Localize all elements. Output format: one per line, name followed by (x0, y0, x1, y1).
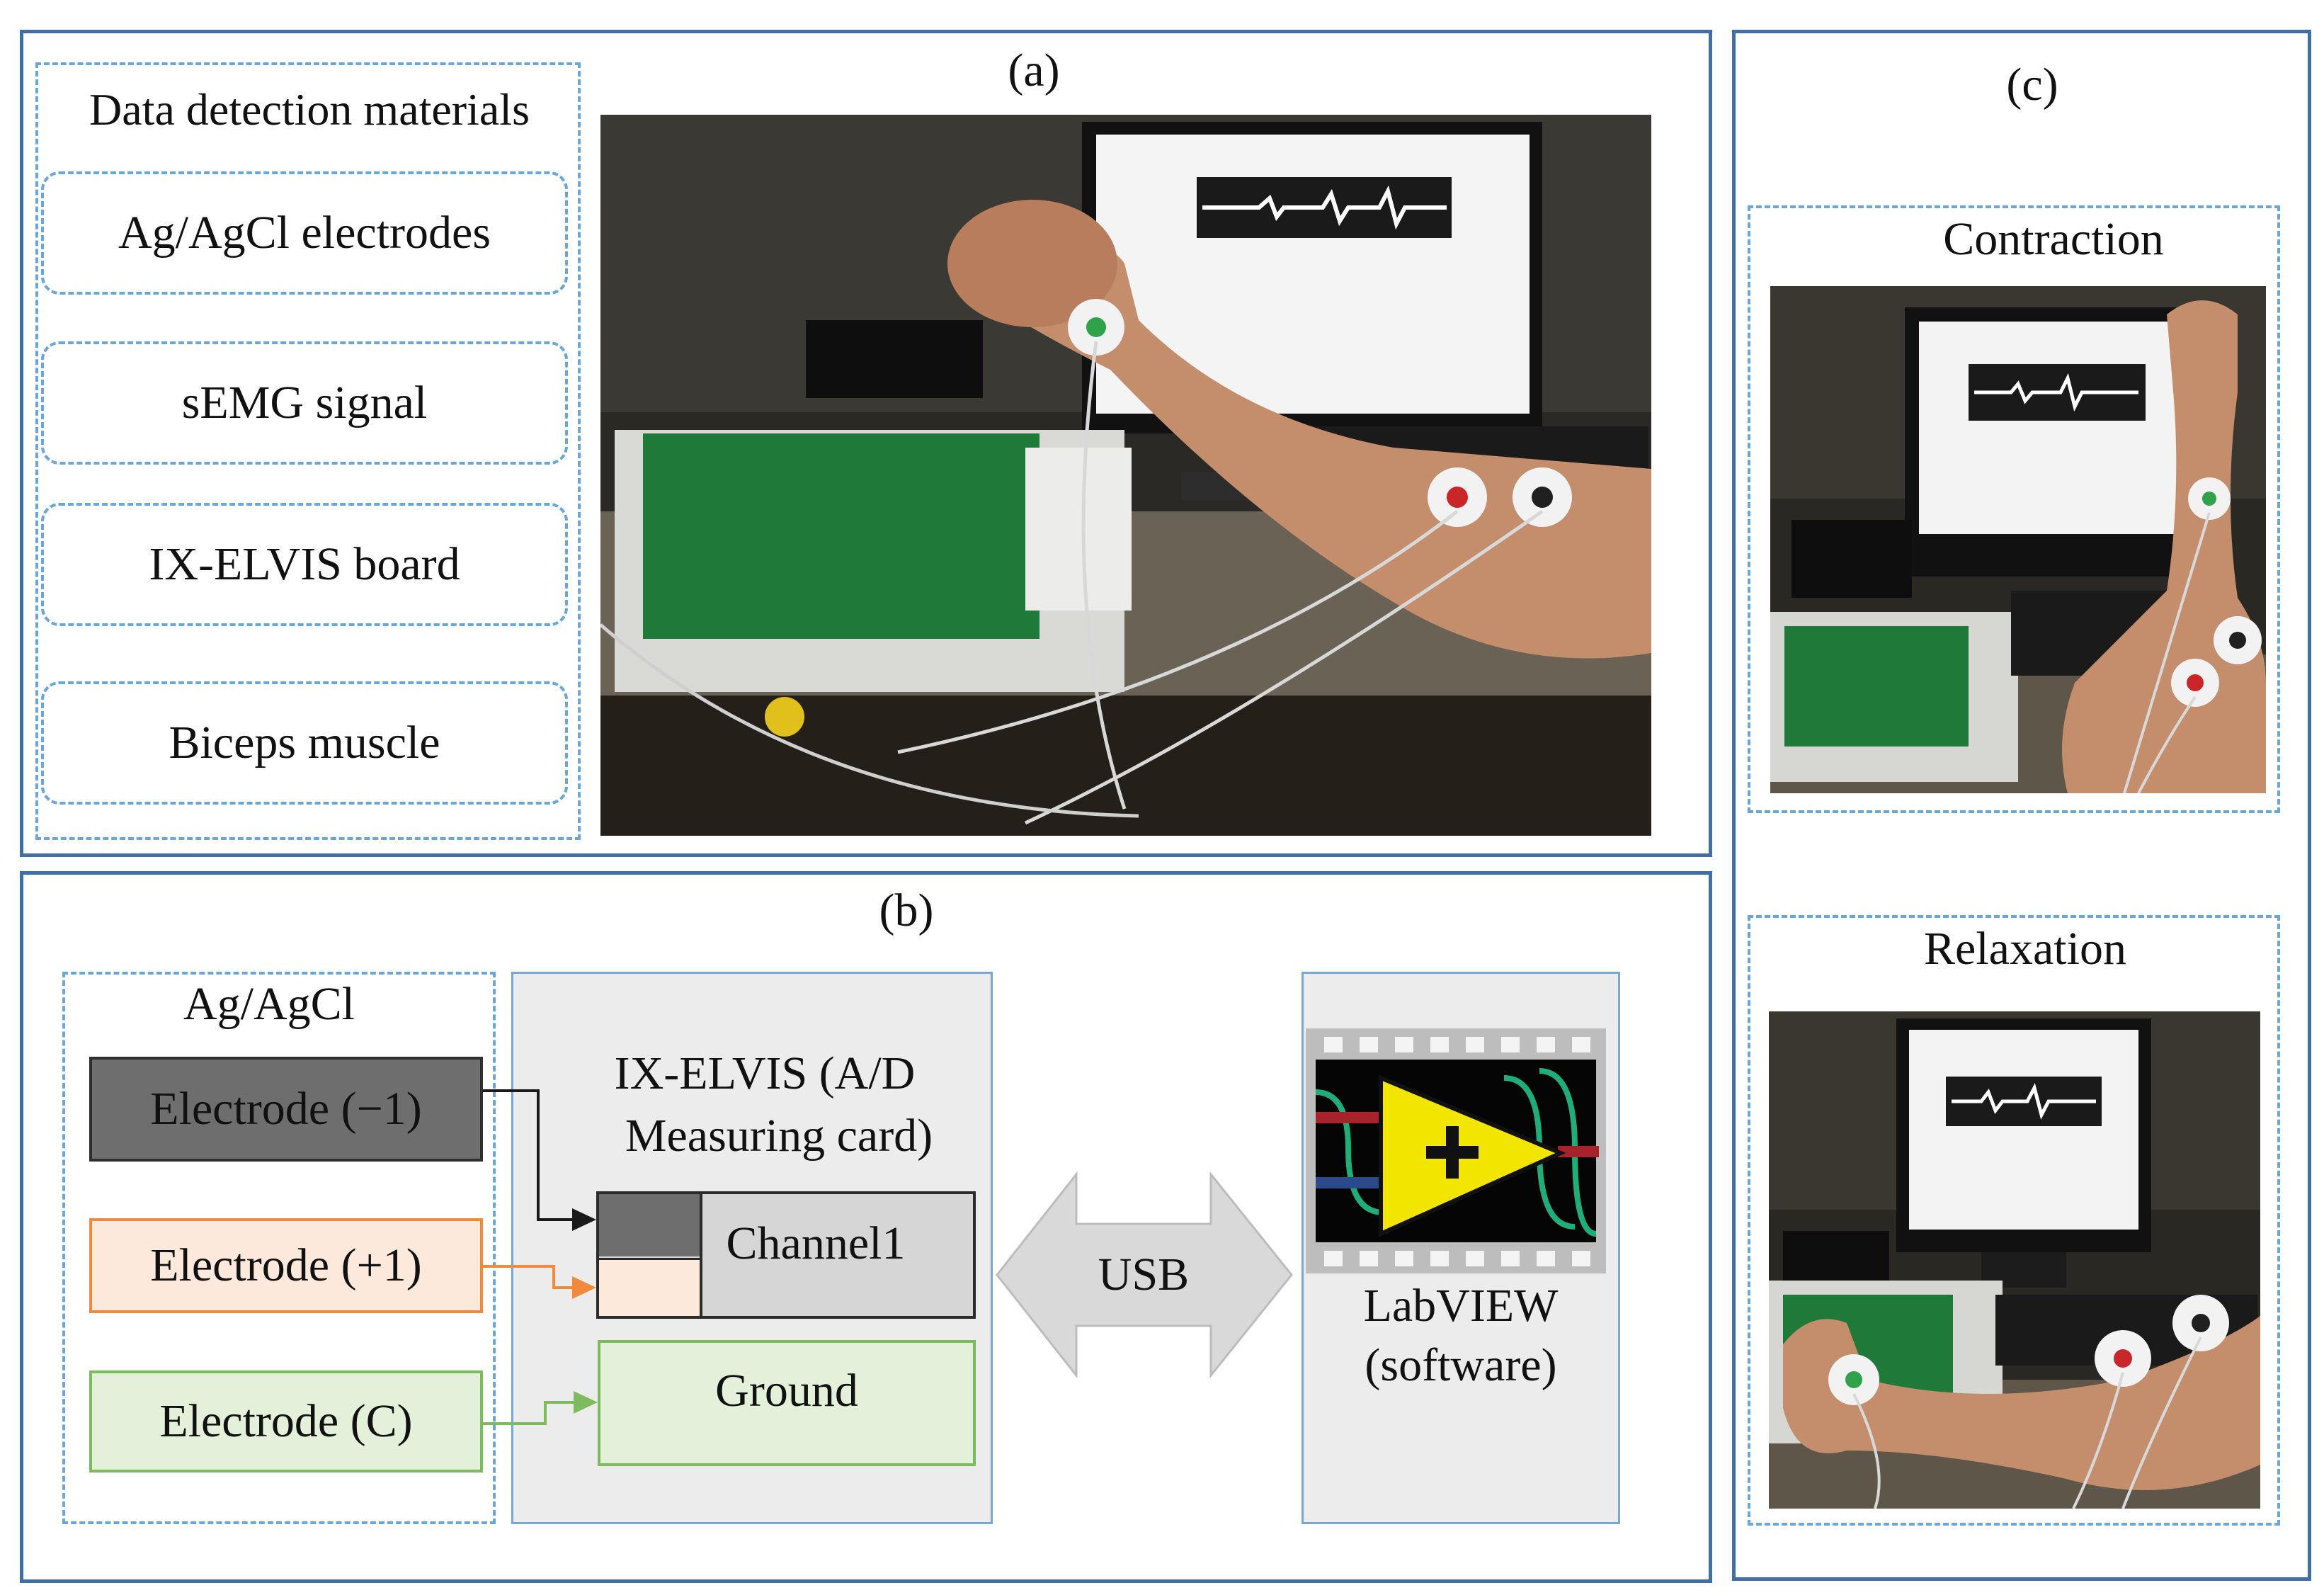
relaxation-label: Relaxation (1924, 923, 2126, 975)
arrowhead-ground (574, 1391, 598, 1414)
electrode-positive: Electrode (+1) (89, 1218, 483, 1313)
relaxation-group (1748, 915, 2280, 1526)
arrow-negative (483, 1089, 577, 1221)
material-semg-signal-label: sEMG signal (181, 377, 428, 428)
materials-title: Data detection materials (89, 84, 530, 135)
labview-logo-icon (1306, 1028, 1606, 1273)
channel1-neg-slot (599, 1194, 700, 1256)
usb-double-arrow (996, 1171, 1293, 1379)
agagcl-title: Ag/AgCl (183, 978, 355, 1030)
electrode-negative: Electrode (−1) (89, 1057, 483, 1162)
materials-group (35, 62, 581, 840)
material-ix-elvis-board: IX-ELVIS board (41, 503, 568, 626)
panel-a (20, 30, 1712, 857)
contraction-group (1748, 205, 2280, 813)
contraction-photo (1770, 286, 2266, 793)
ground-box: Ground (598, 1340, 976, 1466)
panel-a-label: (a) (1008, 45, 1060, 96)
labview-label-line2: (software) (1365, 1339, 1557, 1391)
material-electrodes: Ag/AgCl electrodes (41, 171, 568, 295)
usb-label: USB (1098, 1249, 1190, 1300)
panel-c (1732, 30, 2311, 1581)
electrode-c-label: Electrode (C) (159, 1395, 413, 1447)
ground-label: Ground (715, 1365, 858, 1417)
material-biceps-muscle-label: Biceps muscle (169, 717, 440, 768)
contraction-label: Contraction (1943, 213, 2164, 265)
agagcl-group (62, 972, 496, 1524)
labview-label-line1: LabVIEW (1363, 1280, 1559, 1332)
channel1-label: Channel1 (726, 1217, 906, 1269)
material-ix-elvis-board-label: IX-ELVIS board (149, 538, 460, 590)
electrode-positive-label: Electrode (+1) (150, 1239, 422, 1291)
panel-c-label: (c) (2006, 59, 2058, 110)
material-biceps-muscle: Biceps muscle (41, 681, 568, 805)
electrode-c: Electrode (C) (89, 1370, 483, 1472)
relaxation-photo (1769, 1011, 2260, 1509)
arrow-ground (483, 1401, 574, 1425)
arrowhead-negative (572, 1208, 596, 1231)
channel1-pos-slot (599, 1258, 700, 1316)
ix-elvis-title-line1: IX-ELVIS (A/D (614, 1048, 916, 1099)
setup-photo (600, 115, 1651, 836)
arrowhead-positive (572, 1276, 596, 1299)
channel1-divider (700, 1194, 702, 1316)
panel-b-label: (b) (879, 885, 934, 936)
material-semg-signal: sEMG signal (41, 341, 568, 465)
ix-elvis-title-line2: Measuring card) (625, 1110, 933, 1162)
panel-b (20, 871, 1712, 1583)
material-electrodes-label: Ag/AgCl electrodes (118, 207, 491, 259)
arrow-positive (483, 1265, 577, 1289)
electrode-negative-label: Electrode (−1) (150, 1083, 422, 1135)
